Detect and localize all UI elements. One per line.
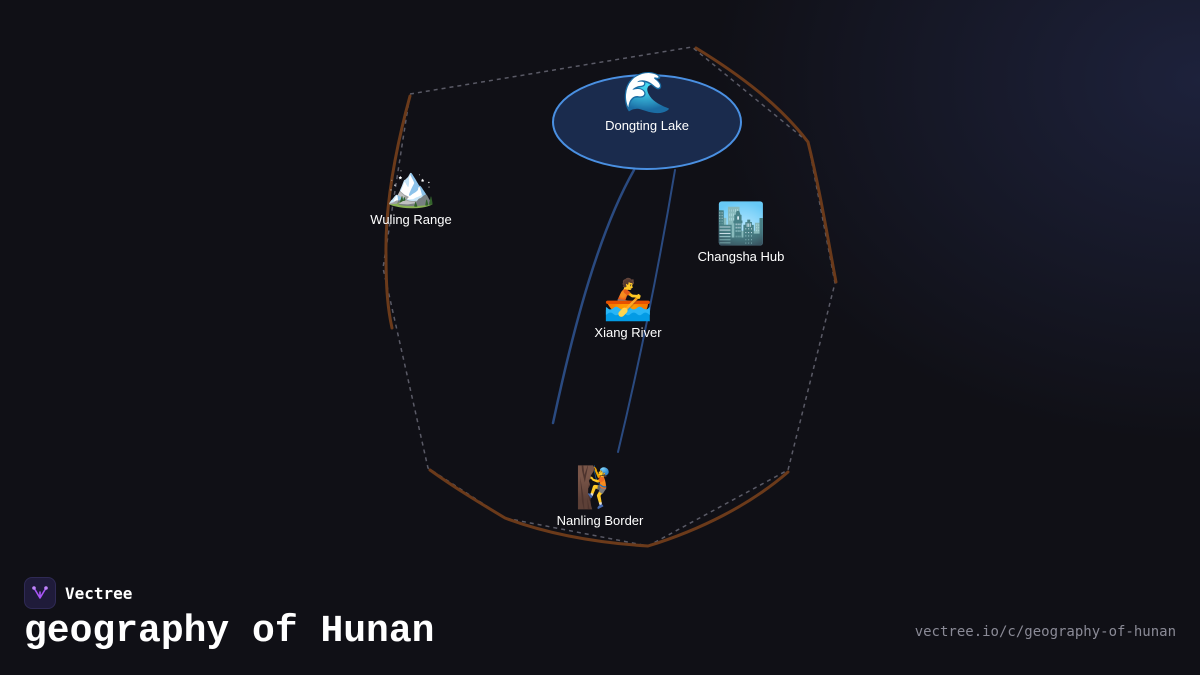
node-xiang-river[interactable]: 🚣 Xiang River [594,277,661,340]
zi-river-path [617,169,676,453]
brand: Vectree [24,577,132,609]
node-dongting-lake[interactable]: 🌊 Dongting Lake [605,70,689,133]
node-label: Wuling Range [370,212,452,227]
node-label: Nanling Border [556,513,644,528]
dongting-lake-ellipse[interactable] [552,74,742,170]
page-title: geography of Hunan [24,610,435,653]
snow-mountain-icon: 🏔️ [386,164,436,210]
node-label: Dongting Lake [605,118,689,133]
node-label: Xiang River [594,325,662,340]
cityscape-icon: 🏙️ [716,201,766,247]
vectree-logo-icon [24,577,56,609]
province-boundary [384,46,838,548]
brand-name: Vectree [65,583,133,603]
node-label: Changsha Hub [697,249,785,264]
province-outline-dashed [382,46,836,547]
node-nanling-border[interactable]: 🧗 Nanling Border [557,465,644,528]
rivers [551,168,676,453]
node-changsha-hub[interactable]: 🏙️ Changsha Hub [698,201,785,264]
xiang-river-path [551,168,636,425]
rowboat-icon: 🚣 [603,277,653,323]
wave-icon: 🌊 [622,70,672,116]
page-url[interactable]: vectree.io/c/geography-of-hunan [914,624,1176,640]
climber-icon: 🧗 [575,465,625,511]
node-wuling-range[interactable]: 🏔️ Wuling Range [370,164,451,227]
